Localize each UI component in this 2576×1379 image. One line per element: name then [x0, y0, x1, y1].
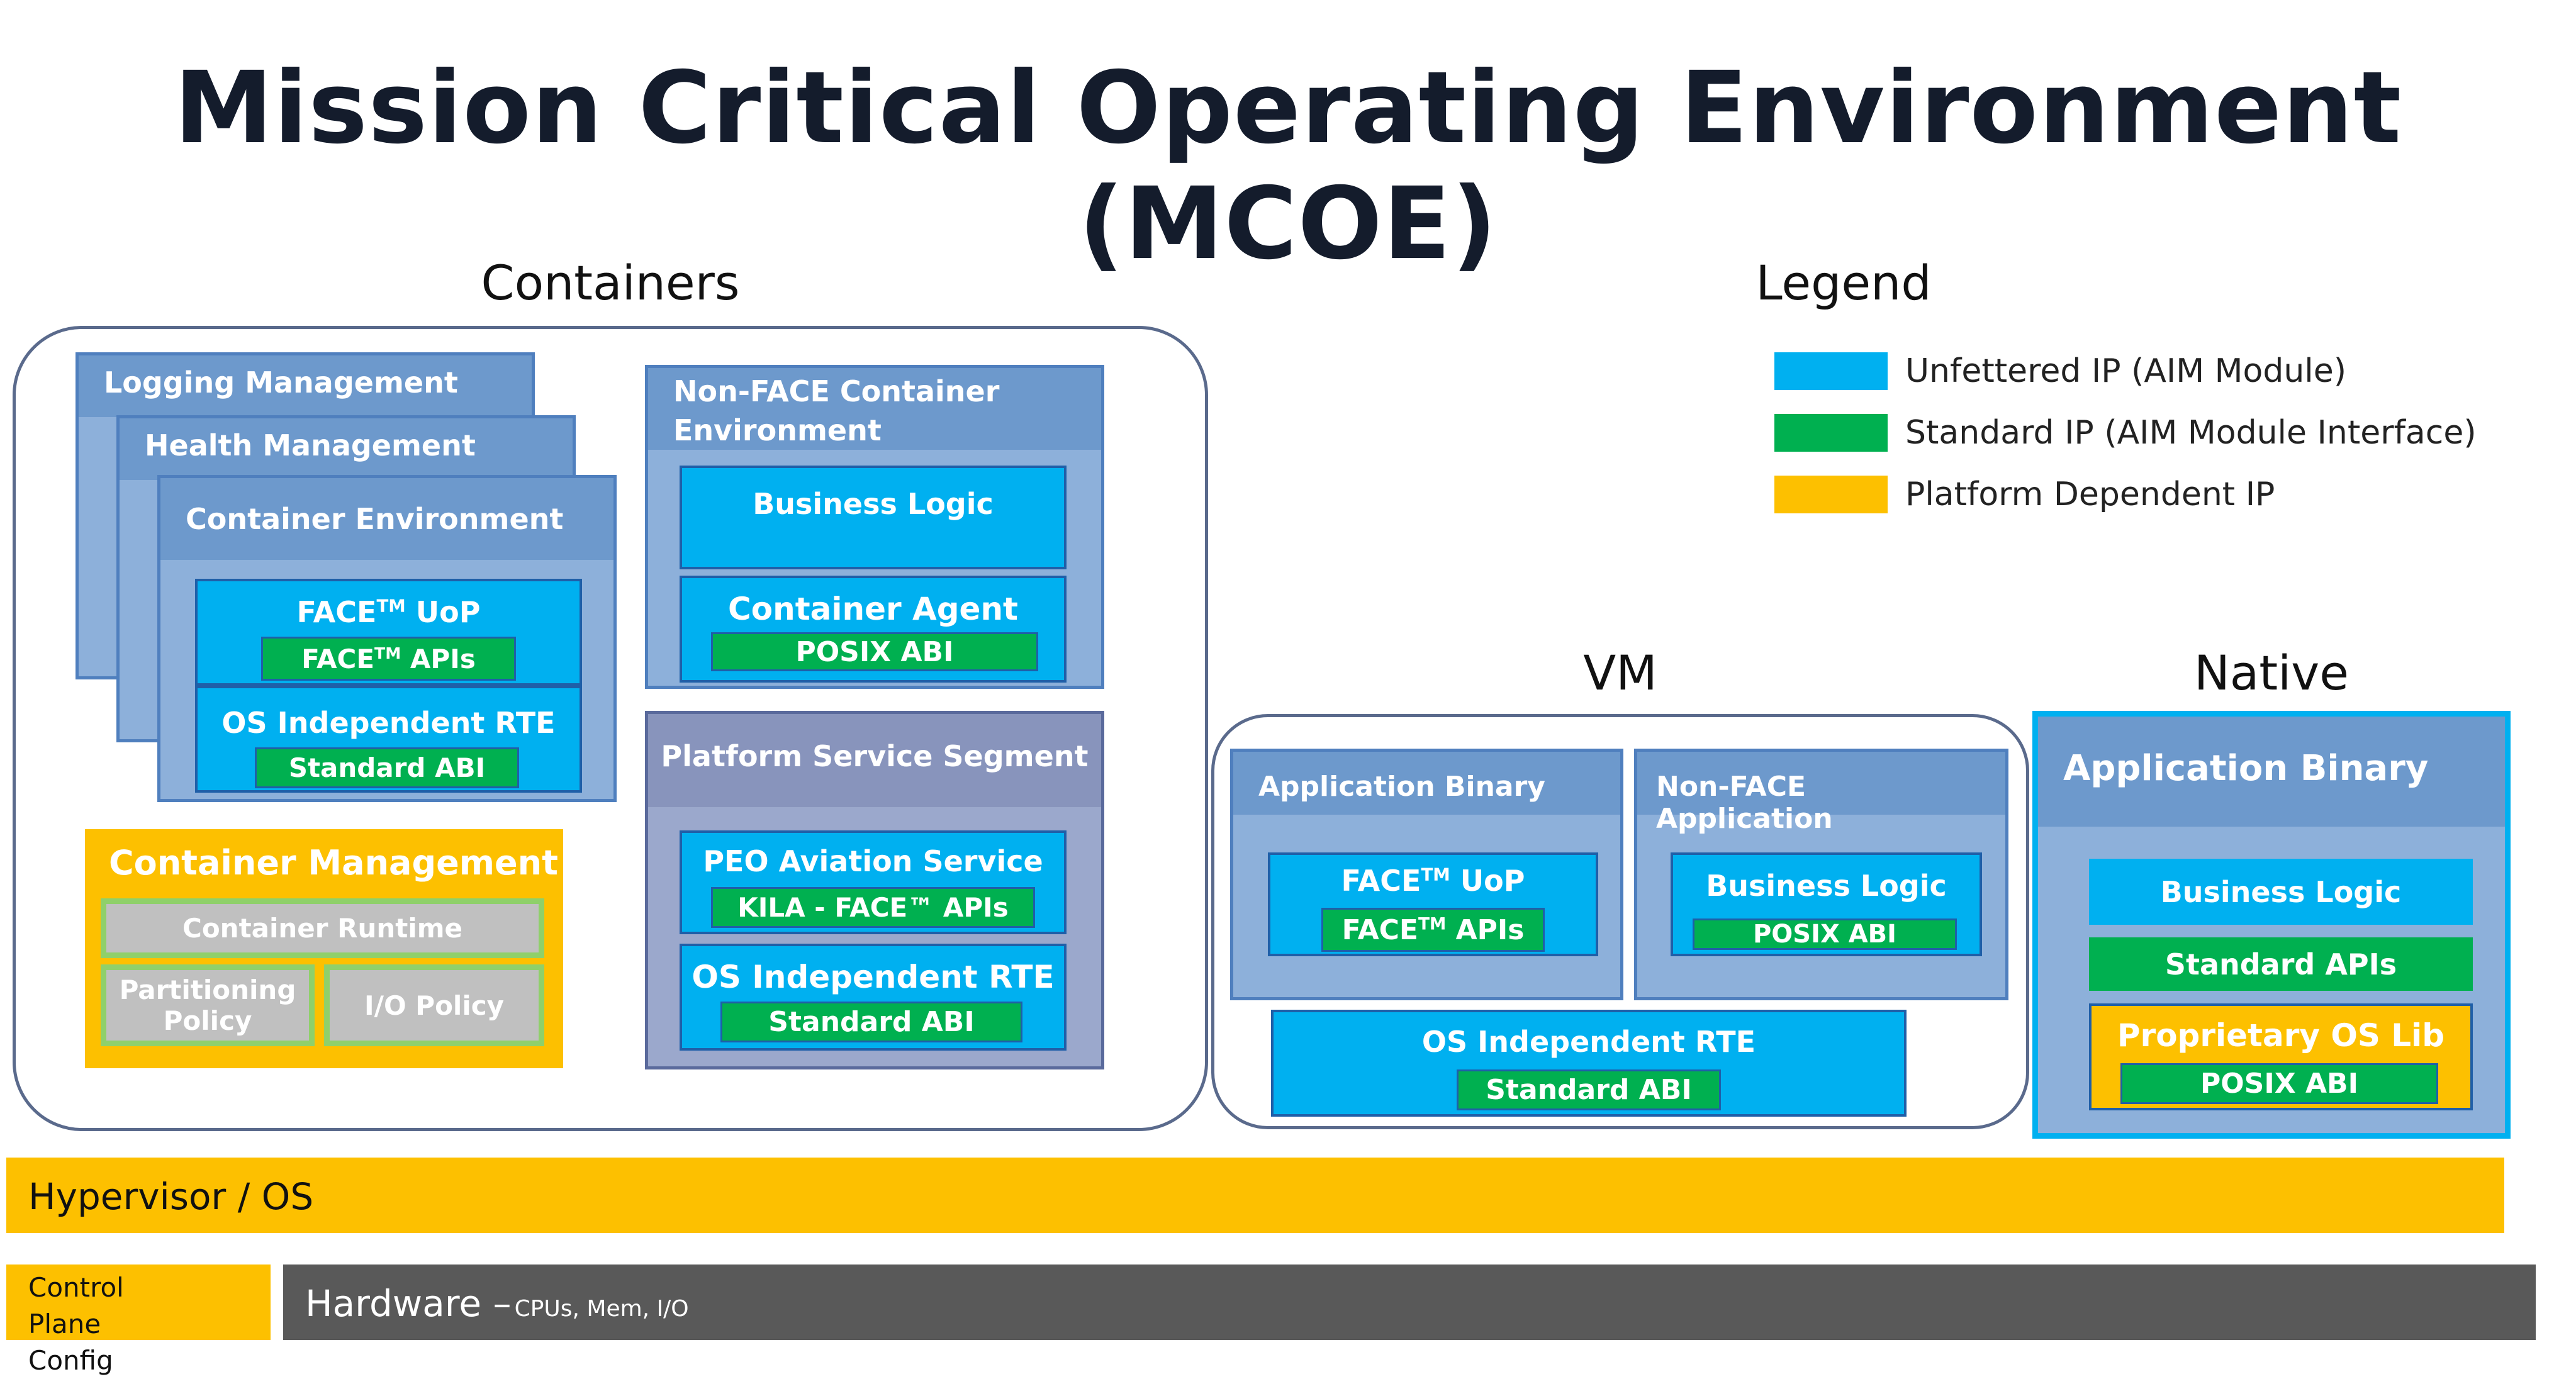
business-logic-label: Business Logic	[1706, 869, 1947, 903]
containers-label: Containers	[481, 255, 740, 311]
panel-title: Health Management	[120, 418, 573, 480]
native-business-logic-box: Business Logic	[2089, 859, 2473, 925]
legend-item-unfettered: Unfettered IP (AIM Module)	[1774, 349, 2576, 393]
vm-posix-abi-box: POSIX ABI	[1693, 918, 1957, 950]
panel-title: Non-FACE Container Environment	[648, 368, 1101, 450]
vm-face-apis-box: FACETM APIs	[1321, 908, 1545, 952]
container-runtime-box: Container Runtime	[101, 898, 544, 958]
legend-item-standard: Standard IP (AIM Module Interface)	[1774, 411, 2576, 455]
legend-item-platform: Platform Dependent IP	[1774, 472, 2576, 516]
face-apis-box: FACETM APIs	[261, 637, 516, 681]
control-plane-config-box: Control Plane Config	[6, 1265, 271, 1376]
business-logic-label: Business Logic	[2160, 875, 2402, 909]
container-management-title: Container Management	[109, 843, 558, 883]
face-uop-label: FACETM UoP	[296, 595, 481, 629]
standard-abi-box: Standard ABI	[255, 747, 519, 788]
os-rte-label: OS Independent RTE	[692, 959, 1055, 995]
legend-swatch-blue	[1774, 352, 1888, 390]
io-policy-box: I/O Policy	[324, 964, 544, 1046]
legend-text: Standard IP (AIM Module Interface)	[1905, 414, 2477, 452]
business-logic-box: Business Logic	[680, 466, 1067, 569]
os-rte-label: OS Independent RTE	[1421, 1025, 1756, 1059]
proprietary-os-lib-box: Proprietary OS Lib	[2089, 1003, 2473, 1110]
panel-title: Application Binary	[2038, 717, 2505, 827]
peo-label: PEO Aviation Service	[703, 844, 1043, 878]
control-plane-label: Control Plane Config	[28, 1272, 124, 1376]
page-title: Mission Critical Operating Environment (…	[174, 50, 2402, 282]
vm-nonface-application-panel: Non-FACE Application	[1634, 749, 2008, 1000]
posix-abi-box: POSIX ABI	[711, 632, 1038, 671]
panel-title: Logging Management	[79, 355, 532, 417]
legend-swatch-amber	[1774, 476, 1888, 513]
legend-swatch-green	[1774, 414, 1888, 452]
legend: Unfettered IP (AIM Module) Standard IP (…	[1774, 349, 2576, 516]
native-label: Native	[2193, 645, 2349, 701]
panel-title: Non-FACE Application	[1637, 752, 2005, 835]
hardware-bar: Hardware – CPUs, Mem, I/O	[283, 1265, 2536, 1340]
hardware-label: Hardware –	[305, 1282, 512, 1325]
pss-standard-abi-box: Standard ABI	[720, 1002, 1022, 1042]
hypervisor-label: Hypervisor / OS	[28, 1175, 314, 1218]
legend-text: Platform Dependent IP	[1905, 476, 2275, 513]
kila-face-apis-box: KILA - FACE™ APIs	[711, 887, 1035, 928]
native-posix-abi-box: POSIX ABI	[2120, 1063, 2438, 1104]
partitioning-policy-box: Partitioning Policy	[101, 964, 315, 1046]
os-rte-label: OS Independent RTE	[221, 706, 556, 740]
vm-standard-abi-box: Standard ABI	[1457, 1069, 1721, 1110]
hardware-text: Hardware – CPUs, Mem, I/O	[283, 1265, 2536, 1325]
proprietary-os-lib-label: Proprietary OS Lib	[2117, 1017, 2445, 1054]
panel-title: Container Environment	[160, 478, 613, 560]
panel-title: Application Binary	[1233, 752, 1620, 815]
container-agent-label: Container Agent	[728, 591, 1018, 627]
hypervisor-os-bar: Hypervisor / OS	[6, 1158, 2504, 1233]
vm-label: VM	[1583, 645, 1657, 701]
native-standard-apis-box: Standard APIs	[2089, 937, 2473, 991]
legend-label: Legend	[1756, 255, 1932, 311]
business-logic-label: Business Logic	[753, 487, 994, 521]
legend-text: Unfettered IP (AIM Module)	[1905, 352, 2347, 390]
panel-title: Platform Service Segment	[648, 714, 1101, 807]
hardware-detail: CPUs, Mem, I/O	[514, 1296, 689, 1322]
